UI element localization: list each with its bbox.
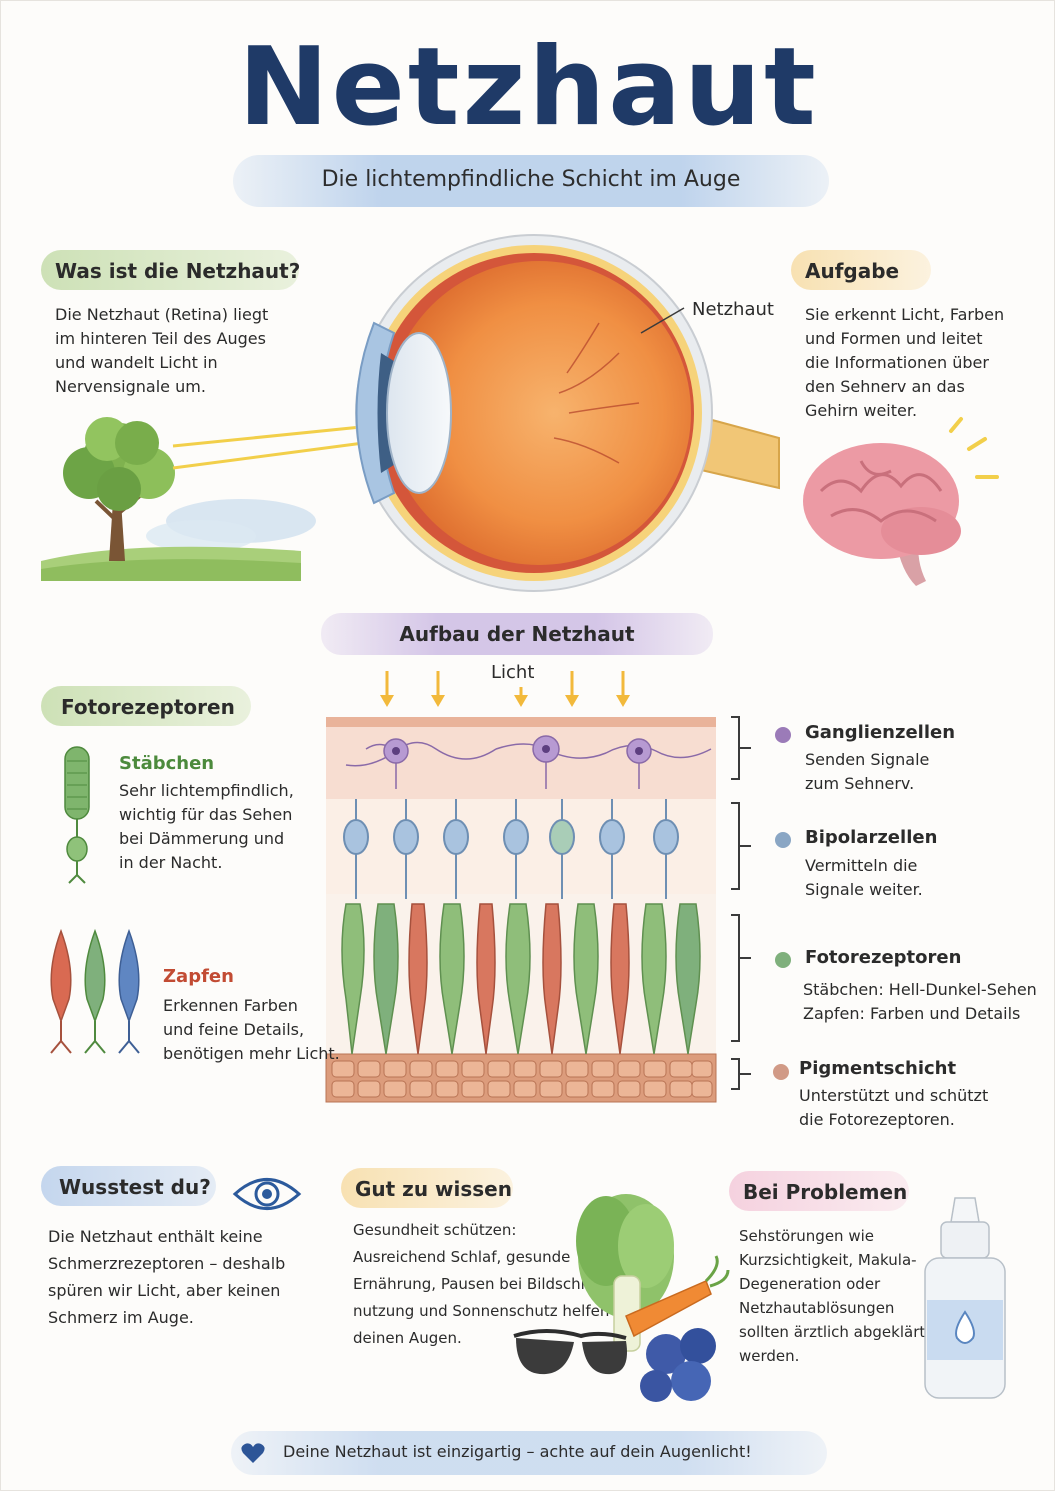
problems-line: Netzhautablösungen	[739, 1299, 895, 1317]
bipolar-legend-text: Vermitteln die Signale weiter.	[805, 854, 923, 902]
tips-heading: Gut zu wissen	[355, 1177, 512, 1201]
cones-line: und feine Details,	[163, 1020, 305, 1039]
retina-label: Netzhaut	[692, 299, 774, 320]
intro-heading-band	[41, 250, 299, 290]
bipolar-legend-dot	[775, 832, 791, 848]
ganglion-legend-title: Ganglienzellen	[805, 722, 956, 743]
cones-line: Erkennen Farben	[163, 996, 298, 1015]
tree-landscape-illustration	[41, 417, 316, 581]
brain-icon	[803, 417, 999, 586]
tips-heading-band	[341, 1168, 513, 1208]
photoreceptor-cells	[341, 903, 701, 1055]
intro-text: Die Netzhaut (Retina) liegt im hinteren …	[55, 303, 268, 399]
photoreceptor-legend-dot	[775, 952, 791, 968]
task-line: Sie erkennt Licht, Farben	[805, 305, 1005, 324]
task-line: und Formen und leitet	[805, 329, 983, 348]
light-arrows	[380, 671, 630, 707]
legend-line: die Fotorezeptoren.	[799, 1110, 955, 1129]
legend-line: Vermitteln die	[805, 856, 918, 875]
task-line: Gehirn weiter.	[805, 401, 918, 420]
problems-line: Degeneration oder	[739, 1275, 881, 1293]
structure-heading: Aufbau der Netzhaut	[399, 622, 635, 646]
footer-band	[231, 1431, 827, 1475]
fact-text: Die Netzhaut enthält keine Schmerzrezept…	[48, 1223, 285, 1331]
legend-line: Zapfen: Farben und Details	[803, 1004, 1021, 1023]
legend-line: Unterstützt und schützt	[799, 1086, 989, 1105]
ganglion-cells	[345, 735, 712, 789]
problems-heading-band	[729, 1171, 909, 1211]
intro-line: im hinteren Teil des Auges	[55, 329, 266, 348]
eye-drops-bottle-icon	[924, 1197, 1006, 1399]
intro-line: und wandelt Licht in	[55, 353, 218, 372]
photoreceptors-heading-band	[41, 686, 251, 726]
page-subtitle: Die lichtempfindliche Schicht im Auge	[321, 167, 741, 192]
layer-brackets	[731, 716, 751, 1090]
footer-message: Deine Netzhaut ist einzigartig – achte a…	[283, 1442, 752, 1461]
rods-title: Stäbchen	[119, 753, 215, 774]
intro-line: Die Netzhaut (Retina) liegt	[55, 305, 269, 324]
healthy-food-sunglasses-illustration	[513, 1194, 730, 1402]
subtitle-band	[233, 155, 829, 207]
problems-line: werden.	[739, 1347, 800, 1365]
rods-line: wichtig für das Sehen	[119, 805, 293, 824]
rods-line: bei Dämmerung und	[119, 829, 285, 848]
ganglion-legend-dot	[775, 727, 791, 743]
cones-line: benötigen mehr Licht.	[163, 1044, 340, 1063]
task-line: die Informationen über	[805, 353, 989, 372]
ganglion-legend-text: Senden Signale zum Sehnerv.	[805, 748, 929, 796]
pigment-legend-title: Pigmentschicht	[799, 1058, 957, 1079]
tips-line: deinen Augen.	[353, 1329, 462, 1347]
rods-text: Sehr lichtempfindlich, wichtig für das S…	[119, 779, 294, 875]
problems-line: sollten ärztlich abgeklärt	[739, 1323, 926, 1341]
legend-line: Stäbchen: Hell-Dunkel-Sehen	[803, 980, 1037, 999]
fact-heading-band	[41, 1166, 216, 1206]
light-label: Licht	[491, 662, 535, 683]
tips-text: Gesundheit schützen: Ausreichend Schlaf,…	[353, 1217, 611, 1352]
photoreceptor-legend-title: Fotorezeptoren	[805, 947, 962, 968]
page-title: Netzhaut	[238, 25, 819, 150]
tips-line: nutzung und Sonnenschutz helfen	[353, 1302, 610, 1320]
rods-line: Sehr lichtempfindlich,	[119, 781, 294, 800]
cones-title: Zapfen	[163, 966, 234, 987]
fact-line: Die Netzhaut enthält keine	[48, 1227, 263, 1246]
structure-heading-band	[321, 613, 713, 655]
tips-line: Ausreichend Schlaf, gesunde	[353, 1248, 571, 1266]
fact-heading: Wusstest du?	[59, 1175, 211, 1199]
tips-line: Ernährung, Pausen bei Bildschirm-	[353, 1275, 611, 1293]
retina-layer-diagram	[325, 671, 717, 1103]
intro-heading: Was ist die Netzhaut?	[55, 259, 301, 283]
cone-cells-icon	[50, 928, 140, 1054]
legend-line: zum Sehnerv.	[805, 774, 915, 793]
problems-line: Kurzsichtigkeit, Makula-	[739, 1251, 917, 1269]
photoreceptor-legend-text: Stäbchen: Hell-Dunkel-Sehen Zapfen: Farb…	[803, 978, 1037, 1026]
fact-line: Schmerz im Auge.	[48, 1308, 194, 1327]
heart-icon	[241, 1443, 265, 1463]
task-heading: Aufgabe	[805, 259, 900, 283]
bipolar-cells	[343, 799, 679, 899]
rod-cell-icon	[64, 746, 90, 884]
problems-line: Sehstörungen wie	[739, 1227, 874, 1245]
legend-line: Senden Signale	[805, 750, 930, 769]
eye-cross-section-illustration	[355, 234, 780, 592]
tips-line: Gesundheit schützen:	[353, 1221, 517, 1239]
eye-icon	[232, 1178, 302, 1210]
fact-line: Schmerzrezeptoren – deshalb	[48, 1254, 286, 1273]
pigment-legend-text: Unterstützt und schützt die Fotorezeptor…	[799, 1084, 988, 1132]
cones-text: Erkennen Farben und feine Details, benöt…	[163, 994, 340, 1066]
task-heading-band	[791, 250, 931, 290]
fact-line: spüren wir Licht, aber keinen	[48, 1281, 281, 1300]
legend-line: Signale weiter.	[805, 880, 923, 899]
pigment-legend-dot	[773, 1064, 789, 1080]
task-line: den Sehnerv an das	[805, 377, 965, 396]
intro-line: Nervensignale um.	[55, 377, 206, 396]
bipolar-legend-title: Bipolarzellen	[805, 827, 938, 848]
problems-text: Sehstörungen wie Kurzsichtigkeit, Makula…	[739, 1224, 925, 1368]
pigment-cells	[331, 1060, 713, 1098]
photoreceptors-heading: Fotorezeptoren	[61, 695, 235, 719]
task-text: Sie erkennt Licht, Farben und Formen und…	[805, 303, 1004, 423]
problems-heading: Bei Problemen	[743, 1180, 908, 1204]
rods-line: in der Nacht.	[119, 853, 223, 872]
